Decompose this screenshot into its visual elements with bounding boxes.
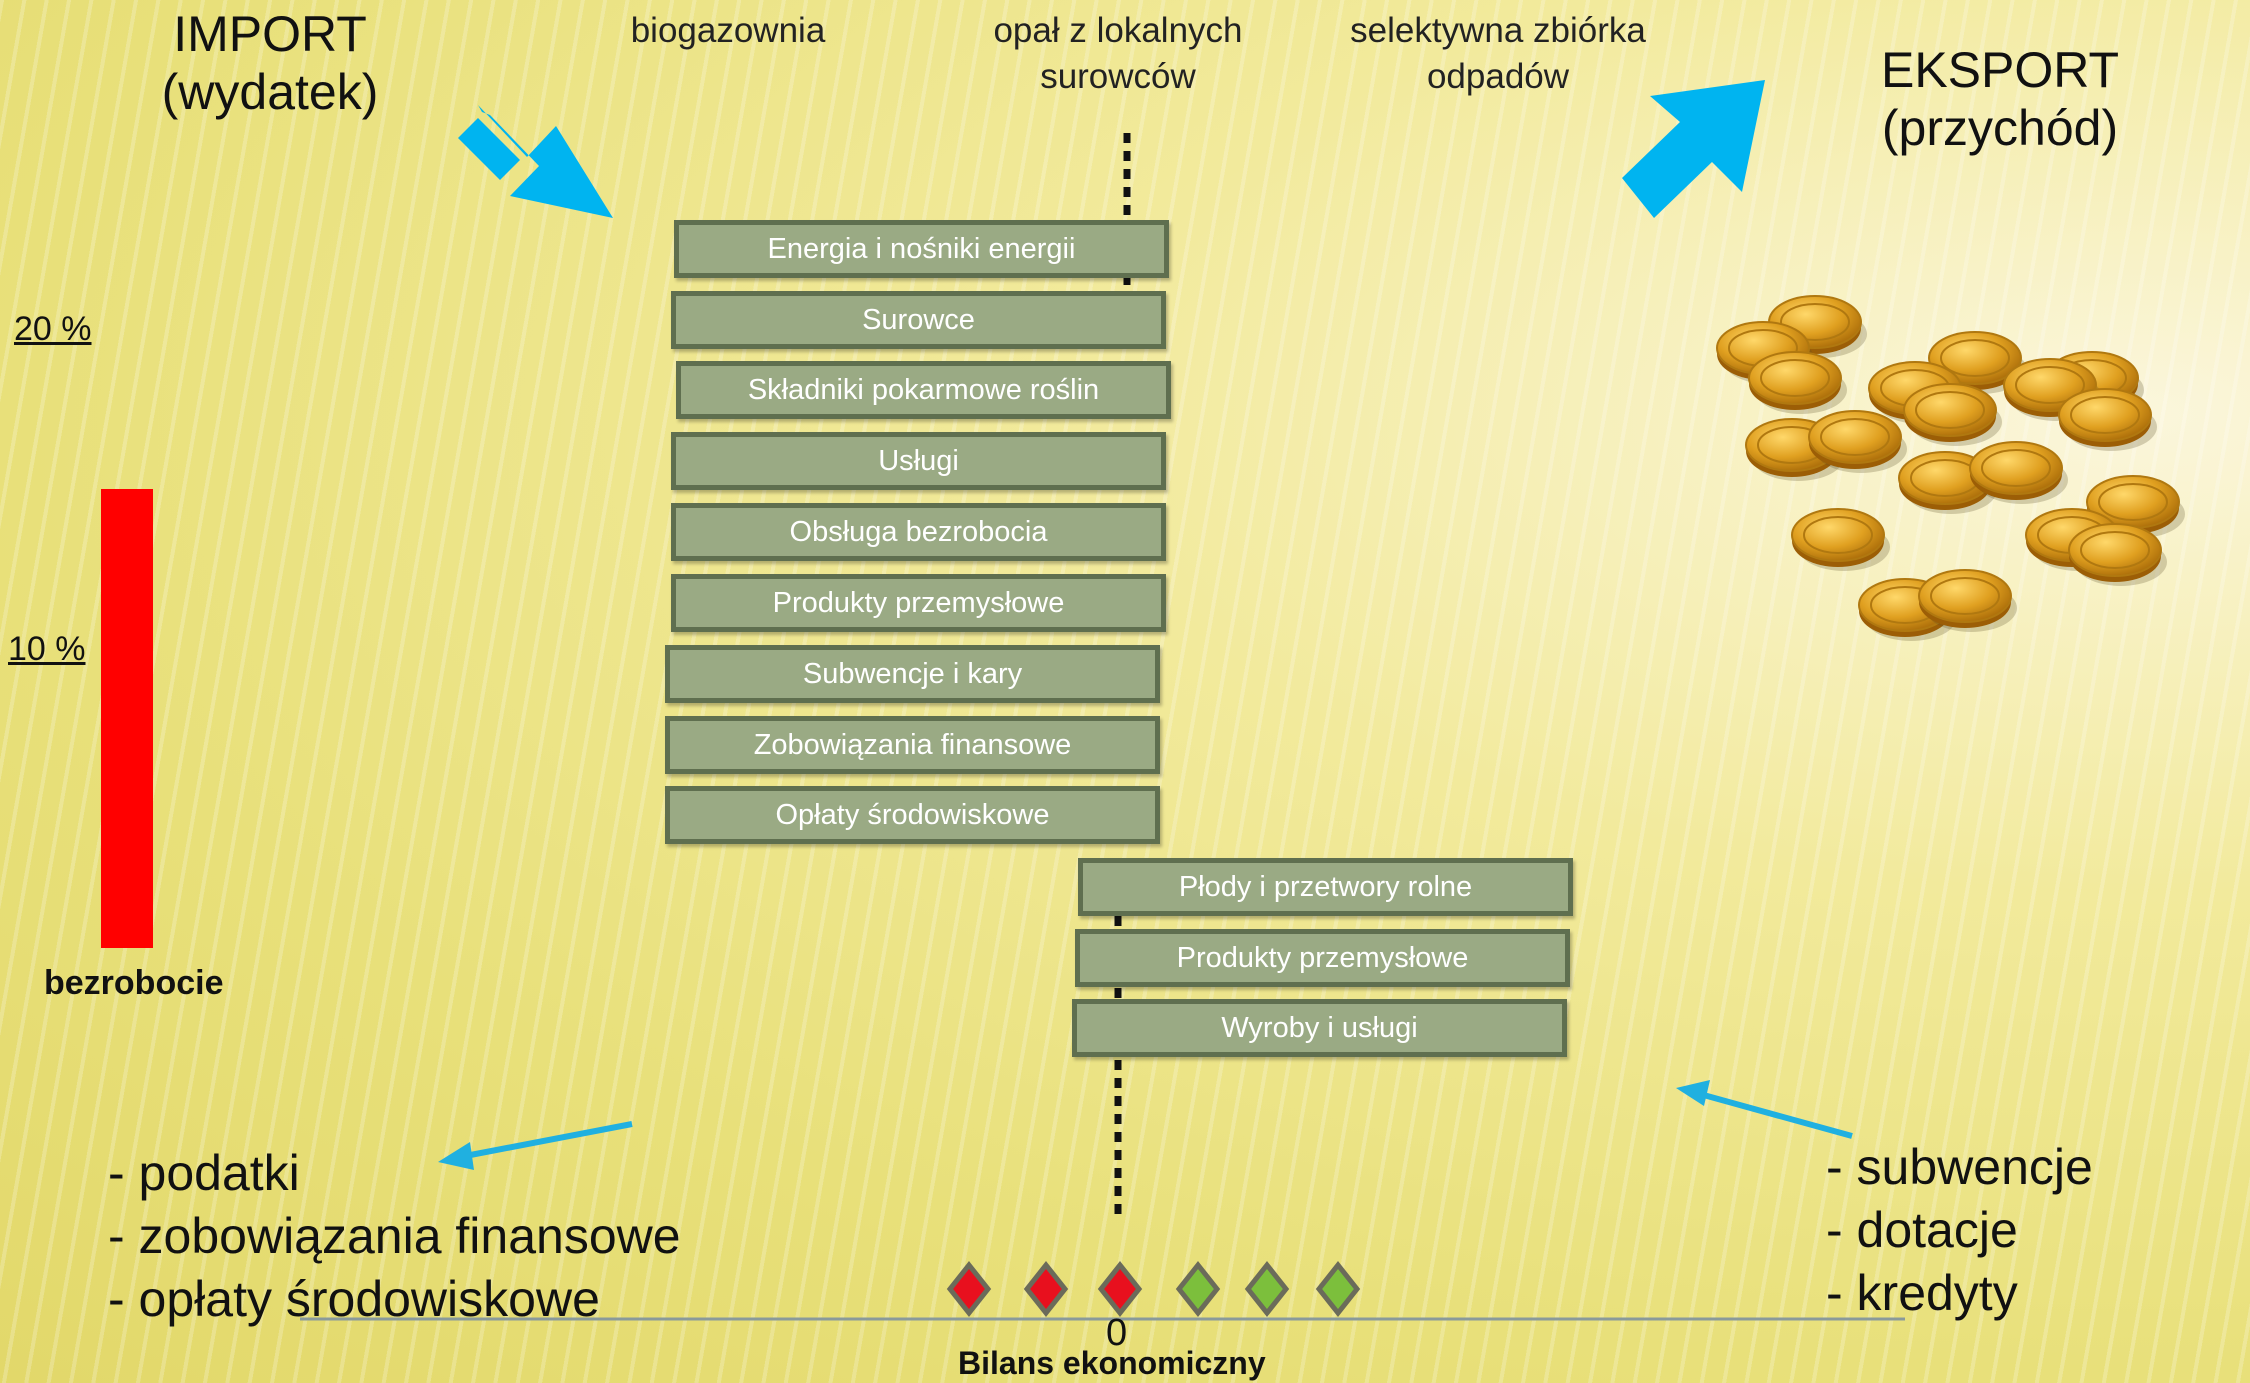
balance-marker-green [1244,1260,1290,1318]
right-list-item: - dotacje [1826,1202,2018,1258]
unemployment-tick-20: 20 % [14,310,92,348]
import-item: Surowce [671,291,1166,349]
balance-marker-green [1175,1260,1221,1318]
balance-marker-red [1023,1260,1069,1318]
export-arrow-icon [1622,80,1765,218]
right-list-item: - kredyty [1826,1265,2018,1321]
right-list-item: - subwencje [1826,1139,2093,1195]
coins-icon [1716,295,2185,641]
export-heading-line1: EKSPORT [1880,42,2120,98]
import-item: Opłaty środowiskowe [665,786,1160,844]
export-item: Płody i przetwory rolne [1078,858,1573,916]
import-heading-line1: IMPORT [173,6,367,62]
column-heading-waste-line2: odpadów [1426,56,1570,96]
export-item: Produkty przemysłowe [1075,929,1570,987]
unemployment-tick-10: 10 % [8,630,86,668]
right-thin-arrow-icon [1699,1091,1853,1139]
unemployment-label: bezrobocie [44,964,224,1002]
balance-axis-label: Bilans ekonomiczny [958,1345,1266,1381]
balance-marker-green [1315,1260,1361,1318]
balance-marker-red [946,1260,992,1318]
import-arrow-icon [478,105,613,218]
column-heading-waste-line1: selektywna zbiórka [1350,11,1646,50]
left-list-item: - zobowiązania finansowe [108,1208,681,1264]
balance-marker-red [1097,1260,1143,1318]
import-item: Produkty przemysłowe [671,574,1166,632]
balance-markers [946,1260,1361,1318]
import-item: Składniki pokarmowe roślin [676,361,1171,419]
left-list: - podatki - zobowiązania finansowe - opł… [108,1142,681,1331]
left-list-item: - opłaty środowiskowe [108,1271,600,1327]
column-heading-local-fuel-line2: surowców [1040,56,1196,96]
import-heading-line2: (wydatek) [161,63,379,120]
column-heading-biogas: biogazownia [578,8,878,54]
import-item: Subwencje i kary [665,645,1160,703]
export-heading-line2: (przychód) [1881,99,2119,156]
left-thin-arrow-icon [459,1121,633,1160]
import-item: Usługi [671,432,1166,490]
import-item: Zobowiązania finansowe [665,716,1160,774]
import-item: Energia i nośniki energii [674,220,1169,278]
column-heading-local-fuel-line1: opał z lokalnych [993,11,1243,50]
column-heading-waste-collection: selektywna zbiórka odpadów [1318,8,1678,99]
unemployment-bar [101,489,153,948]
import-item: Obsługa bezrobocia [671,503,1166,561]
export-item: Wyroby i usługi [1072,999,1567,1057]
right-list: - subwencje - dotacje - kredyty [1826,1136,2093,1325]
export-heading: EKSPORT (przychód) [1840,42,2160,157]
import-heading: IMPORT (wydatek) [110,6,430,121]
left-list-item: - podatki [108,1145,300,1201]
column-heading-biogas-text: biogazownia [630,11,826,50]
balance-zero-label: 0 [1106,1312,1128,1354]
column-heading-local-fuel: opał z lokalnych surowców [968,8,1268,99]
